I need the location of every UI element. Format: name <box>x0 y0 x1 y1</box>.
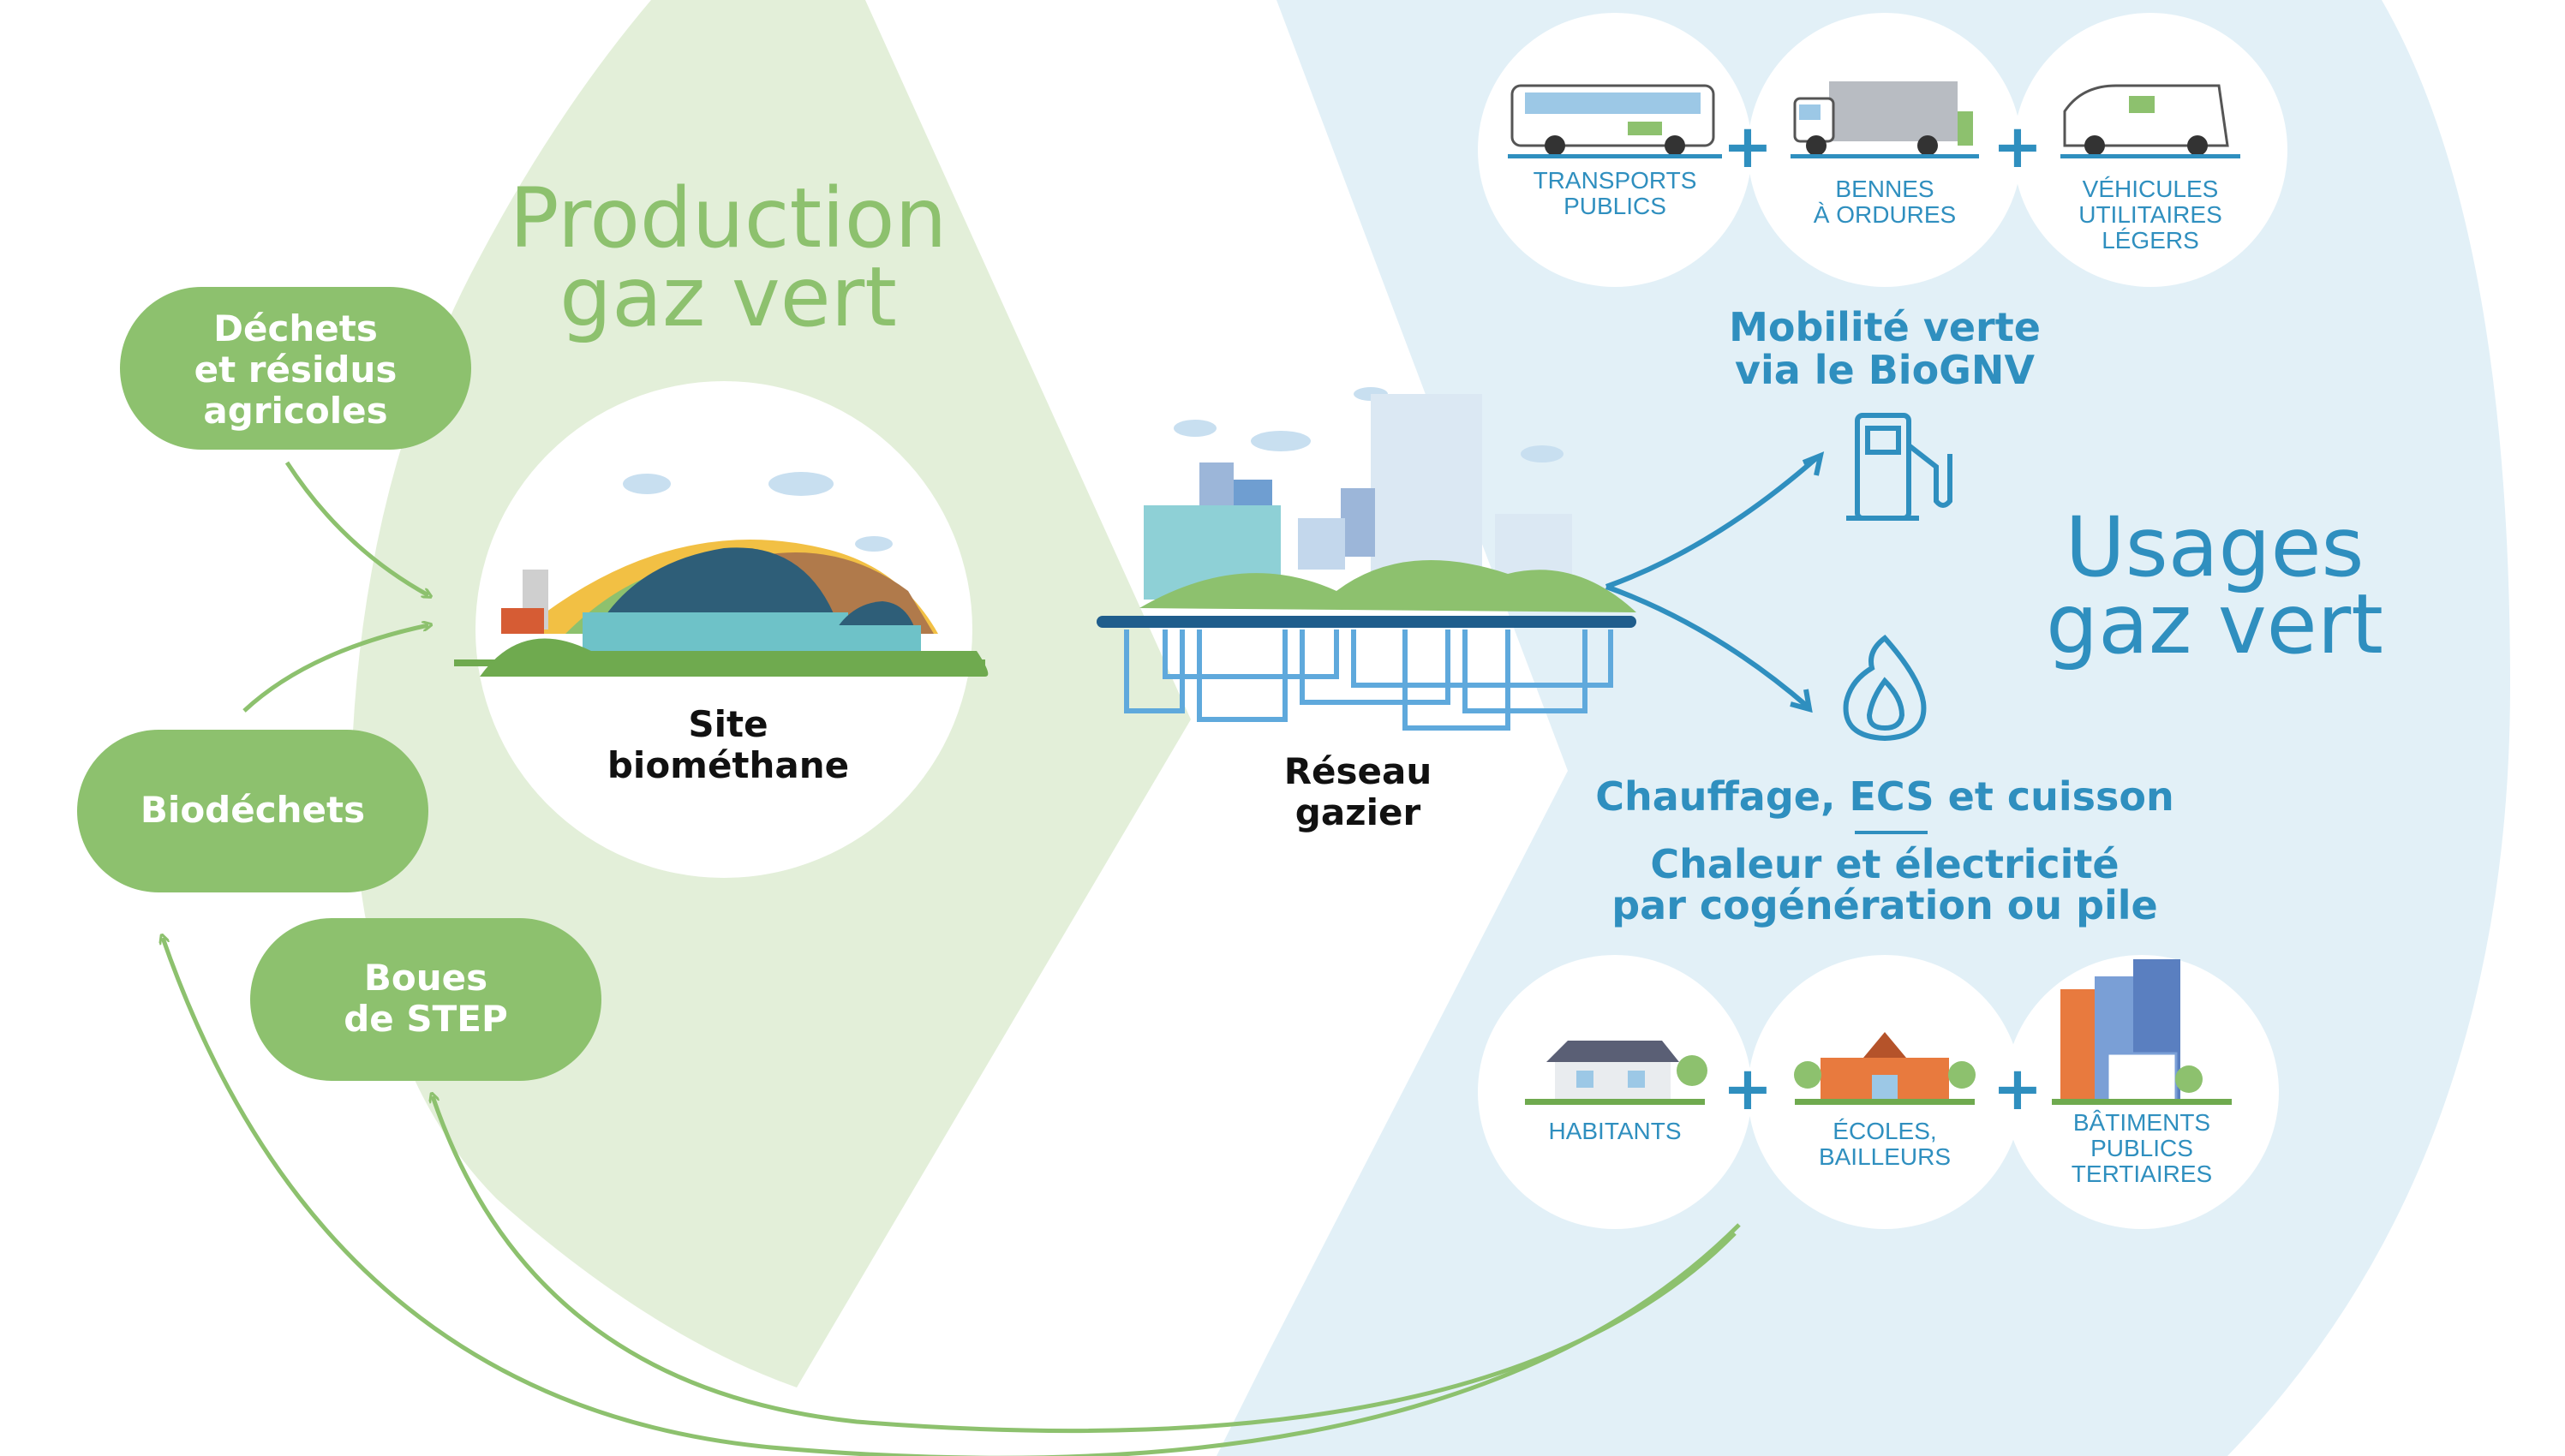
plus-sign: + <box>1723 1053 1773 1124</box>
site-biomethane: Site biométhane <box>454 381 989 878</box>
flame-icon <box>1843 634 1927 742</box>
mobility-title-2: via le BioGNV <box>1735 347 2035 393</box>
input-boues: Boues de STEP <box>250 918 601 1081</box>
mobility-title-1: Mobilité verte <box>1729 304 2041 350</box>
mobility-item-label: BENNES <box>1835 176 1934 202</box>
plus-sign: + <box>1993 1053 2043 1124</box>
mobility-item-label: VÉHICULES <box>2083 176 2219 202</box>
svg-text:Biodéchets: Biodéchets <box>141 789 365 831</box>
office-buildings-icon <box>2052 959 2232 1105</box>
svg-text:et résidus: et résidus <box>194 349 398 391</box>
divider <box>1855 831 1928 834</box>
plus-sign: + <box>1993 111 2043 182</box>
usages-title-1: Usages <box>2065 499 2364 595</box>
svg-text:Déchets: Déchets <box>213 307 378 349</box>
recycle-arrows <box>163 461 1741 1456</box>
heat-item-label: BÂTIMENTS <box>2073 1109 2210 1136</box>
production-title-1: Production <box>510 170 948 266</box>
biomethane-plant-icon <box>454 540 989 677</box>
heat-item-label: TERTIAIRES <box>2072 1161 2212 1187</box>
house-icon <box>1525 1041 1707 1105</box>
reseau-label-2: gazier <box>1295 791 1421 833</box>
heat-item-label: BAILLEURS <box>1819 1143 1951 1170</box>
reseau-gazier: Réseau gazier <box>1097 387 1636 833</box>
svg-text:agricoles: agricoles <box>203 390 387 432</box>
heat-sub-2: par cogénération ou pile <box>1611 882 2158 928</box>
distribution-arrows <box>1605 451 1825 713</box>
site-label-1: Site <box>688 703 768 745</box>
plus-sign: + <box>1723 111 1773 182</box>
pipeline-icon <box>1097 616 1636 628</box>
pipes-icon <box>1124 630 1613 731</box>
production-title-2: gaz vert <box>559 249 897 345</box>
heat-sub-1: Chaleur et électricité <box>1650 841 2119 887</box>
fuel-pump-icon <box>1846 413 1952 521</box>
mobility-row: + + TRANSPORTS PUBLICS BENNES À ORDURES … <box>1478 13 2287 287</box>
garbage-truck-icon <box>1793 81 1973 156</box>
mobility-item-label: LÉGERS <box>2102 227 2199 254</box>
mobility-item-label: TRANSPORTS <box>1534 167 1697 194</box>
usages-title-2: gaz vert <box>2046 576 2383 672</box>
svg-text:Boues: Boues <box>364 957 487 999</box>
bus-icon <box>1510 84 1715 156</box>
clouds-icon <box>623 472 893 552</box>
heat-item-label: PUBLICS <box>2090 1135 2193 1161</box>
input-biodechets: Biodéchets <box>77 730 428 892</box>
school-icon <box>1794 1032 1976 1105</box>
reseau-label-1: Réseau <box>1284 750 1432 792</box>
site-label-2: biométhane <box>607 744 849 786</box>
city-icon <box>1139 387 1636 612</box>
heat-title: Chauffage, ECS et cuisson <box>1595 773 2174 820</box>
mobility-item-label: UTILITAIRES <box>2078 201 2222 228</box>
mobility-item-label: PUBLICS <box>1564 193 1666 219</box>
svg-text:de STEP: de STEP <box>344 998 508 1040</box>
utility-van-icon <box>2063 84 2229 156</box>
heat-item-label: ÉCOLES, <box>1833 1118 1936 1144</box>
input-agri: Déchets et résidus agricoles <box>120 287 471 450</box>
heat-item-label: HABITANTS <box>1548 1118 1681 1144</box>
heat-row: + + HABITANTS ÉCOLES, BAILLEURS BÂTIMENT… <box>1478 955 2279 1229</box>
mobility-item-label: À ORDURES <box>1814 201 1956 228</box>
